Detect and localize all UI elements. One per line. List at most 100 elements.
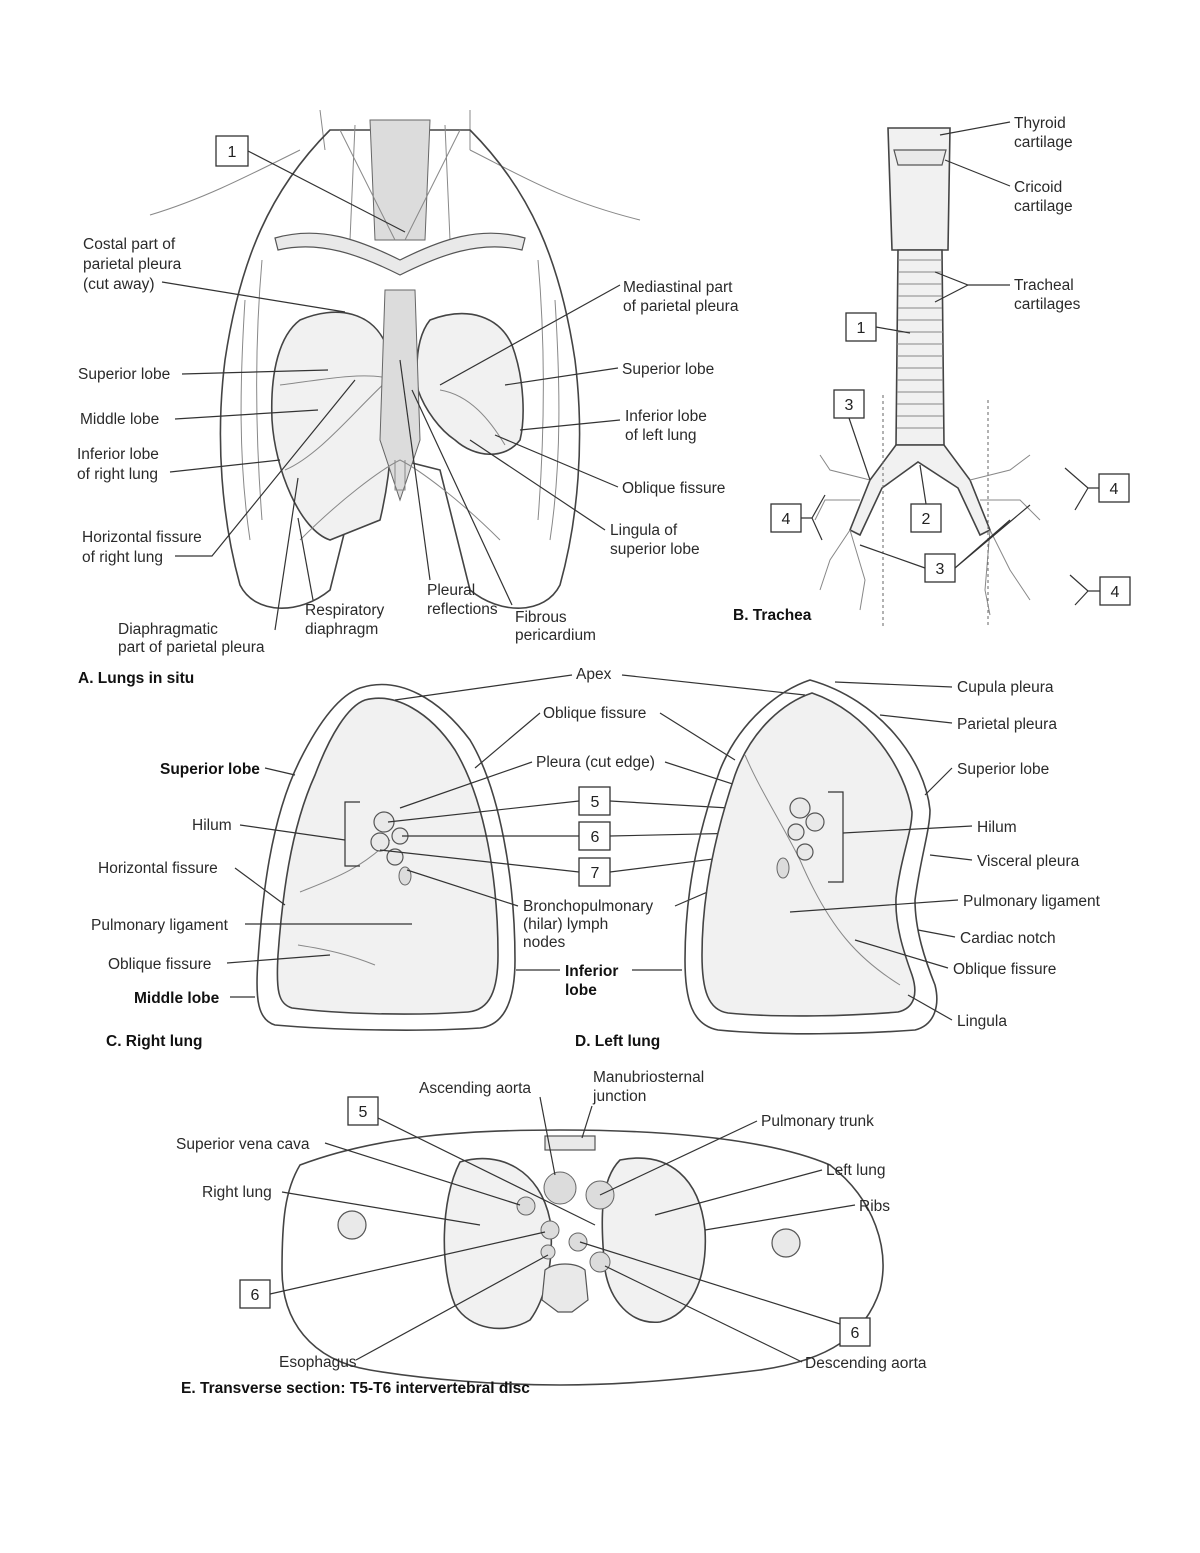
marker-e6a: 6 — [251, 1287, 260, 1304]
descending-aorta-shape — [589, 1251, 611, 1273]
label-d-visceral: Visceral pleura — [977, 853, 1080, 870]
leader-center-oblique-right — [474, 712, 541, 769]
label-e-right-lung: Right lung — [202, 1184, 272, 1201]
marker-b2-box — [910, 503, 942, 533]
leader-b1 — [875, 326, 911, 334]
cricoid-cartilage-shape — [893, 149, 947, 166]
label-pleural-reflections-2: reflections — [427, 601, 498, 618]
leader-e-esophagus — [355, 1254, 549, 1361]
marker-b3a-box — [833, 389, 865, 419]
mediastinum — [379, 289, 421, 502]
leader-e-ribs — [704, 1204, 856, 1231]
hilum-vessel-l3 — [787, 823, 805, 841]
hilum-bracket-right — [344, 801, 360, 867]
leader-e5 — [377, 1117, 596, 1226]
label-d-hilum: Hilum — [977, 819, 1017, 836]
left-pleura-outline — [684, 679, 938, 1035]
marker-b3b: 3 — [936, 561, 945, 578]
leader-inferior-lobe-left — [519, 419, 621, 431]
leader-b4c — [1069, 574, 1100, 606]
label-costal-pleura-1: Costal part of — [83, 236, 176, 253]
label-lingula-a-1: Lingula of — [610, 522, 678, 539]
label-d-oblique-fissure: Oblique fissure — [953, 961, 1056, 978]
leader-d-hilum — [842, 825, 973, 834]
label-d-parietal: Parietal pleura — [957, 716, 1057, 733]
marker-6: 6 — [591, 829, 600, 846]
marker-e6b: 6 — [851, 1325, 860, 1342]
label-e-manubriosternal-1: Manubriosternal — [593, 1069, 704, 1086]
leader-d-cardiac-notch — [917, 929, 956, 938]
leader-b3b — [859, 504, 1031, 569]
marker-b4b: 4 — [1110, 481, 1119, 498]
leader-c-horizontal-fissure — [234, 867, 286, 906]
leader-b4a — [801, 494, 826, 541]
label-tracheal-1: Tracheal — [1014, 277, 1074, 294]
label-c-superior-lobe: Superior lobe — [160, 761, 260, 778]
leader-b4b — [1064, 467, 1099, 511]
label-respiratory-diaphragm-1: Respiratory — [305, 602, 384, 619]
caption-d: D. Left lung — [575, 1033, 660, 1050]
label-mediastinal-pleura-2: of parietal pleura — [623, 298, 739, 315]
leader-superior-lobe-left — [504, 367, 619, 386]
label-respiratory-diaphragm-2: diaphragm — [305, 621, 378, 638]
label-d-cupula: Cupula pleura — [957, 679, 1054, 696]
esophagus-shape — [540, 1244, 556, 1260]
hilum-vessel-4 — [386, 848, 404, 866]
label-c-horizontal-fissure: Horizontal fissure — [98, 860, 218, 877]
marker-e6b-box — [839, 1317, 871, 1347]
leader-middle-lobe — [174, 409, 319, 420]
leader-b3a — [848, 417, 871, 481]
label-e-manubriosternal-2: junction — [592, 1088, 646, 1105]
label-costal-pleura-2: parietal pleura — [83, 256, 182, 273]
leader-d-visceral — [929, 854, 973, 861]
label-mediastinal-pleura-1: Mediastinal part — [623, 279, 733, 296]
hilum-vessel-l2 — [805, 812, 825, 832]
label-horizontal-fissure-1: Horizontal fissure — [82, 529, 202, 546]
leader-d-parietal — [879, 714, 953, 724]
leader-center-oblique-left — [659, 712, 736, 761]
label-fibrous-pericardium-2: pericardium — [515, 627, 596, 644]
panel-e-transverse-section: Ascending aorta Manubriosternal junction… — [176, 1069, 927, 1397]
label-inferior-lobe-left-1: Inferior lobe — [625, 408, 707, 425]
caption-b: B. Trachea — [733, 607, 812, 624]
leader-e-pulmonary-trunk — [599, 1120, 758, 1196]
ascending-aorta-shape — [543, 1171, 577, 1205]
leader-oblique-fissure-a — [494, 434, 619, 488]
sternum-shape — [544, 1135, 596, 1151]
panel-c-right-lung: Superior lobe Hilum Horizontal fissure P… — [91, 683, 516, 1050]
caption-e: E. Transverse section: T5-T6 interverteb… — [181, 1380, 530, 1397]
leader-e-svc — [324, 1142, 521, 1206]
label-inferior-lobe-1: Inferior — [565, 963, 618, 980]
leader-tracheal — [934, 271, 1010, 303]
hilum-vessel-l1 — [789, 797, 811, 819]
label-e-descending-aorta: Descending aorta — [805, 1355, 927, 1372]
label-d-superior-lobe: Superior lobe — [957, 761, 1049, 778]
leader-e-manubriosternal — [581, 1105, 593, 1139]
leader-e6b — [579, 1241, 841, 1325]
leader-respiratory-diaphragm — [297, 517, 314, 601]
label-broncho-3: nodes — [523, 934, 565, 951]
marker-b1: 1 — [857, 320, 866, 337]
label-superior-lobe-right: Superior lobe — [78, 366, 170, 383]
hilum-vessel-l4 — [796, 843, 814, 861]
label-c-oblique-fissure: Oblique fissure — [108, 956, 211, 973]
leader-fibrous-pericardium — [411, 389, 513, 606]
leader-costal-pleura — [161, 281, 346, 313]
panel-b-trachea: Thyroid cartilage Cricoid cartilage Trac… — [733, 115, 1131, 628]
right-humerus — [337, 1210, 367, 1240]
marker-b4c-box — [1099, 576, 1131, 606]
leader-c-hilum — [239, 824, 346, 841]
leader-superior-lobe-right — [181, 369, 329, 375]
leader-d-lingula — [907, 994, 953, 1021]
label-lingula-a-2: superior lobe — [610, 541, 700, 558]
right-lung-fissures — [279, 375, 389, 471]
label-c-hilum: Hilum — [192, 817, 232, 834]
label-fibrous-pericardium-1: Fibrous — [515, 609, 567, 626]
leader-pleural-reflections — [399, 359, 431, 581]
label-e-left-lung: Left lung — [826, 1162, 885, 1179]
marker-1-label: 1 — [228, 144, 237, 161]
caption-a: A. Lungs in situ — [78, 670, 194, 687]
label-e-esophagus: Esophagus — [279, 1354, 357, 1371]
label-cricoid-1: Cricoid — [1014, 179, 1062, 196]
panel-a-lungs-in-situ: 1 Costal part of parietal pleura (cut aw… — [77, 109, 739, 687]
